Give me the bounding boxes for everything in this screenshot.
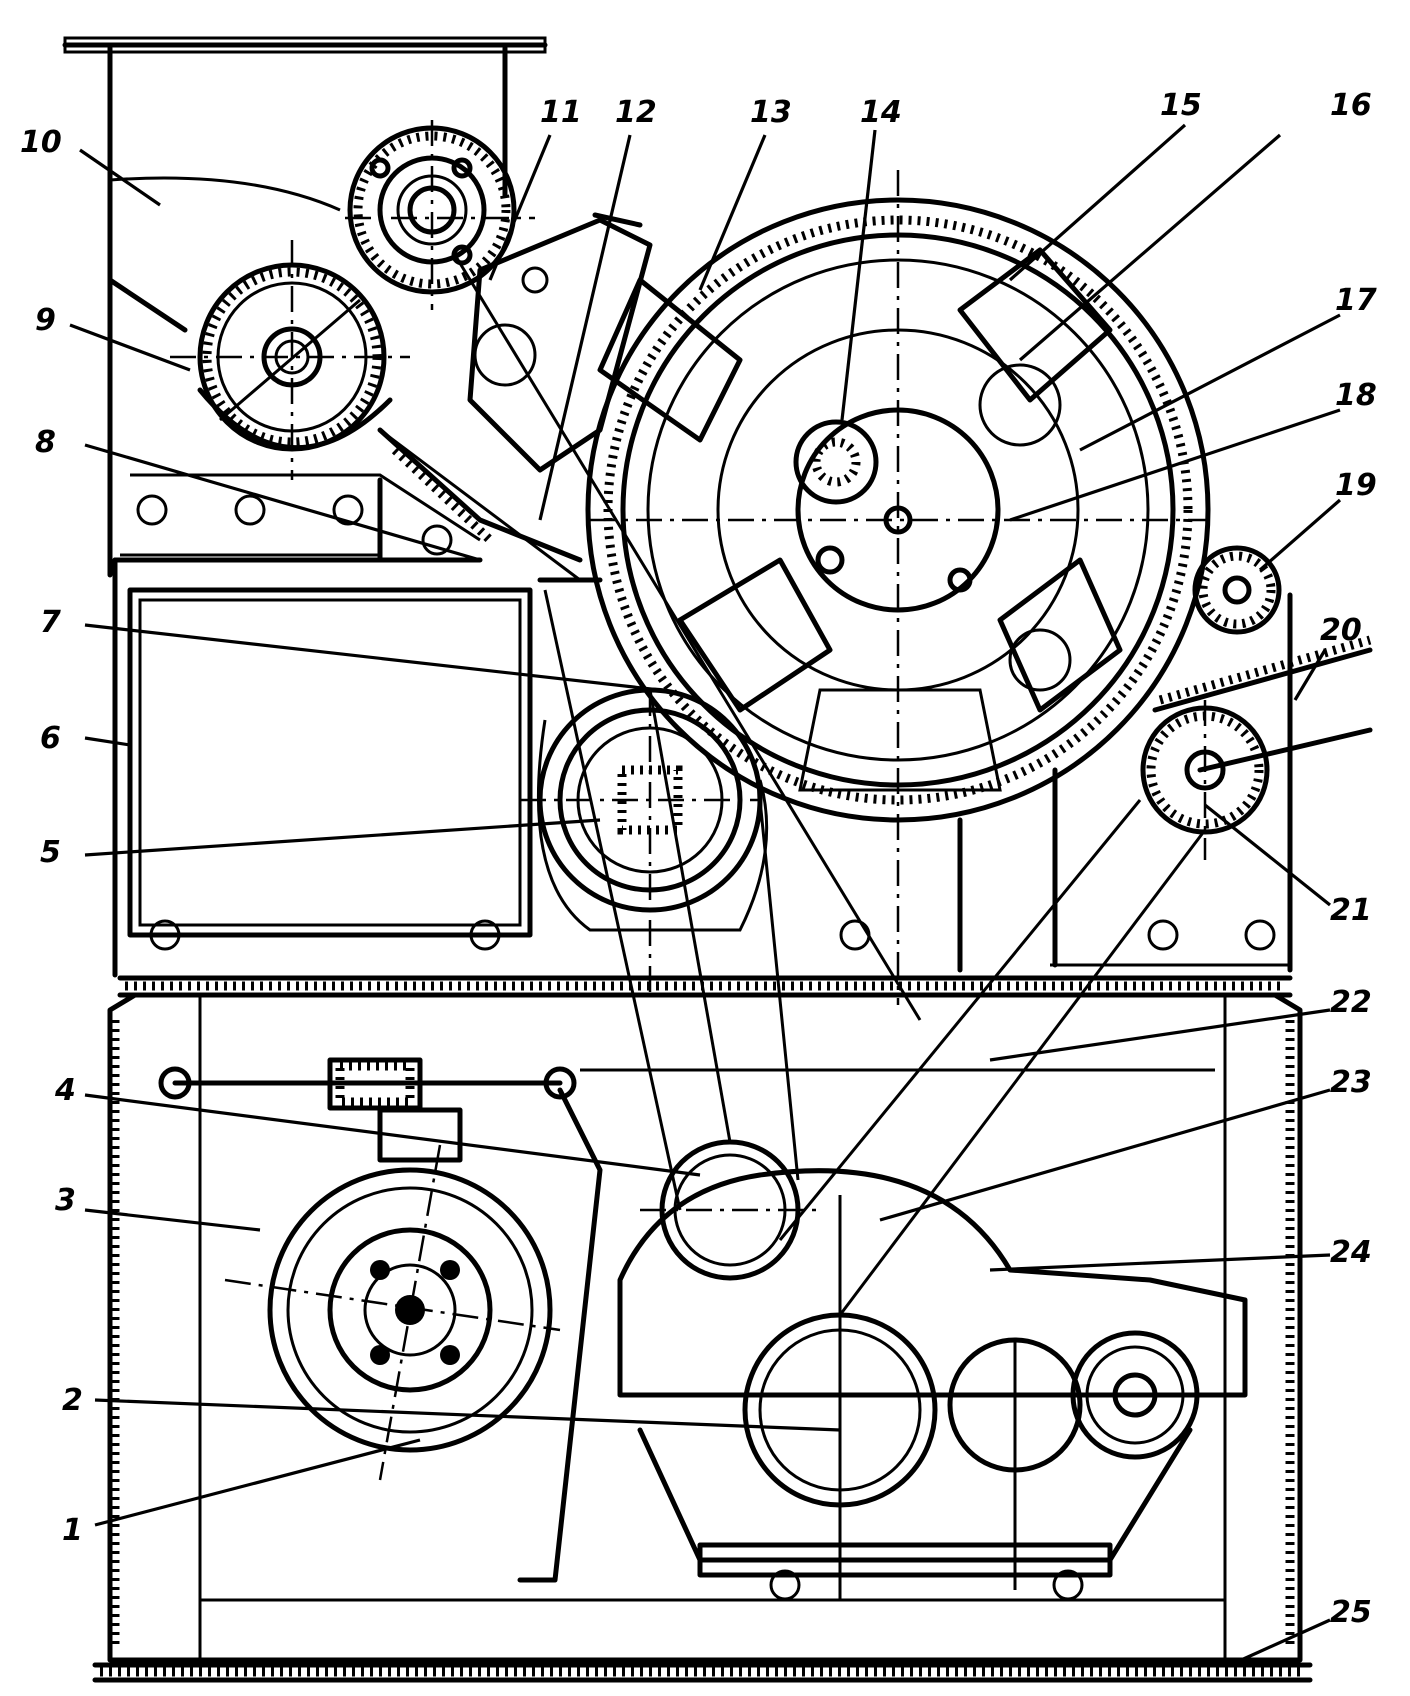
label-4: 4 bbox=[54, 1073, 76, 1108]
label-7: 7 bbox=[40, 605, 61, 640]
label-1: 1 bbox=[62, 1513, 83, 1548]
roller-19 bbox=[1192, 545, 1282, 635]
label-25: 25 bbox=[1330, 1595, 1372, 1630]
label-14: 14 bbox=[860, 95, 902, 130]
label-9: 9 bbox=[35, 303, 56, 338]
rotor-assembly bbox=[585, 170, 1211, 1005]
label-22: 22 bbox=[1330, 985, 1372, 1020]
label-11: 11 bbox=[540, 95, 582, 130]
label-2: 2 bbox=[62, 1383, 83, 1418]
pulley-4 bbox=[640, 1139, 820, 1281]
discharge-chute-20 bbox=[1140, 635, 1373, 860]
pulley-5 bbox=[520, 687, 769, 1000]
label-21: 21 bbox=[1330, 893, 1372, 928]
label-13: 13 bbox=[750, 95, 792, 130]
label-6: 6 bbox=[40, 721, 61, 756]
callout-labels: 1 2 3 4 5 6 7 8 9 10 11 12 13 14 15 16 1… bbox=[20, 88, 1377, 1630]
roller-11 bbox=[345, 120, 535, 310]
belts bbox=[379, 254, 1207, 1316]
label-19: 19 bbox=[1335, 468, 1377, 503]
label-3: 3 bbox=[55, 1183, 76, 1218]
feed-hopper bbox=[62, 36, 548, 578]
label-12: 12 bbox=[615, 95, 657, 130]
motor-3 bbox=[224, 1107, 561, 1481]
label-16: 16 bbox=[1330, 88, 1372, 123]
label-18: 18 bbox=[1335, 378, 1377, 413]
gearbox-24 bbox=[617, 1168, 1248, 1600]
lower-frame bbox=[92, 992, 1313, 1683]
label-24: 24 bbox=[1330, 1235, 1372, 1270]
label-17: 17 bbox=[1335, 283, 1377, 318]
label-8: 8 bbox=[35, 425, 56, 460]
leader-lines bbox=[69, 123, 1342, 1667]
label-20: 20 bbox=[1320, 613, 1362, 648]
label-5: 5 bbox=[40, 835, 61, 870]
feed-roller-9 bbox=[170, 240, 410, 480]
label-23: 23 bbox=[1330, 1065, 1372, 1100]
label-15: 15 bbox=[1160, 88, 1202, 123]
upper-frame bbox=[112, 473, 1293, 978]
tension-rod-22 bbox=[158, 1057, 1215, 1583]
label-10: 10 bbox=[20, 125, 62, 160]
bolt-heads bbox=[136, 494, 1276, 1601]
